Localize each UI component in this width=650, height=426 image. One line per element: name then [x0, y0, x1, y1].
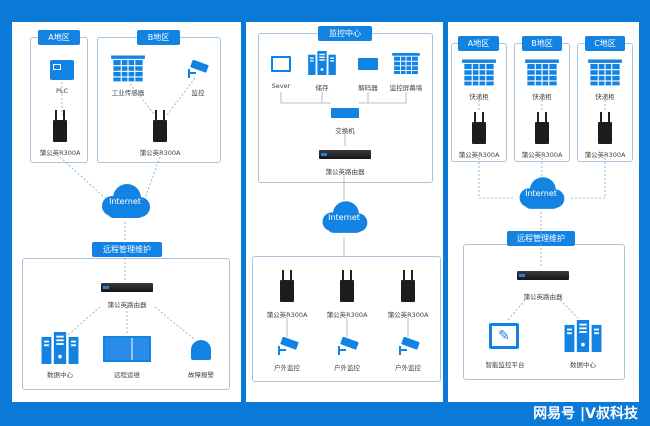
camera-label: 户外监控	[334, 364, 360, 372]
core-router-icon	[319, 150, 371, 159]
router-r300a-icon	[53, 110, 67, 142]
internet-cloud: Internet	[95, 182, 155, 222]
internet-label: Internet	[328, 213, 360, 222]
item-label: 数据中心	[47, 371, 73, 379]
item-label: 远程运维	[114, 371, 140, 379]
outdoor-box	[252, 256, 441, 382]
router-label: 蒲公英R300A	[584, 151, 626, 159]
region-a-box	[30, 37, 88, 163]
monitor-label: 监控	[191, 89, 205, 97]
remote-tag: 远程管理维护	[92, 242, 162, 257]
region-tag: C地区	[585, 36, 625, 51]
region-tag: A地区	[458, 36, 499, 51]
internet-label: Internet	[109, 197, 141, 206]
router-label: 蒲公英R300A	[458, 151, 500, 159]
watermark: 网易号 |V叔科技	[533, 406, 638, 422]
remote-box	[22, 258, 230, 390]
region-a-tag: A地区	[38, 30, 80, 45]
outdoor-camera-icon	[335, 337, 359, 357]
router-r300a-icon	[598, 112, 612, 144]
device-label: 储存	[315, 84, 329, 92]
locker-icon	[588, 60, 622, 87]
remote-ops-icon	[103, 336, 151, 362]
sensor-label: 工业传感器	[111, 89, 145, 97]
locker-icon	[462, 60, 496, 87]
core-router-label: 蒲公英路由器	[325, 168, 365, 176]
router-label: 蒲公英R300A	[266, 311, 308, 319]
plc-label: PLC	[55, 87, 69, 95]
camera-icon	[185, 60, 209, 80]
internet-cloud: Internet	[513, 175, 569, 213]
locker-icon	[525, 60, 559, 87]
camera-label: 户外监控	[395, 364, 421, 372]
router-r300a-icon	[401, 270, 415, 302]
router-label: 蒲公英R300A	[326, 311, 368, 319]
region-b-tag: B地区	[137, 30, 180, 45]
region-tag: B地区	[522, 36, 562, 51]
router-r300a-icon	[340, 270, 354, 302]
switch-label: 交换机	[335, 127, 355, 135]
monitoring-platform-icon: ✎	[489, 323, 519, 349]
item-label: 数据中心	[570, 361, 596, 369]
router-r300a-icon	[153, 110, 167, 142]
router-b-label: 蒲公英R300A	[139, 149, 181, 157]
alarm-icon	[191, 340, 211, 360]
core-router-label: 蒲公英路由器	[523, 293, 563, 301]
video-wall-icon	[392, 53, 420, 75]
storage-icon	[308, 51, 336, 75]
camera-label: 户外监控	[274, 364, 300, 372]
router-r300a-icon	[535, 112, 549, 144]
outdoor-camera-icon	[275, 337, 299, 357]
sensor-icon	[111, 56, 145, 83]
core-router-icon	[101, 283, 153, 292]
outdoor-camera-icon	[396, 337, 420, 357]
router-label: 蒲公英R300A	[387, 311, 429, 319]
internet-cloud: Internet	[316, 199, 372, 237]
device-label: 监控屏幕墙	[389, 84, 423, 92]
monitor-icon	[271, 56, 291, 72]
router-r300a-icon	[472, 112, 486, 144]
item-label: 智能监控平台	[485, 361, 525, 369]
core-router-icon	[517, 271, 569, 280]
data-center-icon	[41, 332, 79, 364]
decoder-icon	[358, 58, 378, 70]
device-label: 解码器	[358, 84, 378, 92]
internet-label: Internet	[525, 189, 557, 198]
locker-label: 快递柜	[595, 93, 615, 101]
data-center-icon	[564, 320, 602, 352]
locker-label: 快递柜	[532, 93, 552, 101]
device-label: Sever	[271, 82, 291, 90]
switch-icon	[331, 108, 359, 118]
router-a-label: 蒲公英R300A	[39, 149, 81, 157]
router-label: 蒲公英R300A	[521, 151, 563, 159]
remote-tag: 远程管理维护	[507, 231, 575, 246]
center-tag: 监控中心	[318, 26, 372, 41]
router-r300a-icon	[280, 270, 294, 302]
locker-label: 快递柜	[469, 93, 489, 101]
core-router-label: 蒲公英路由器	[107, 301, 147, 309]
plc-icon	[50, 60, 74, 80]
item-label: 故障报警	[188, 371, 214, 379]
